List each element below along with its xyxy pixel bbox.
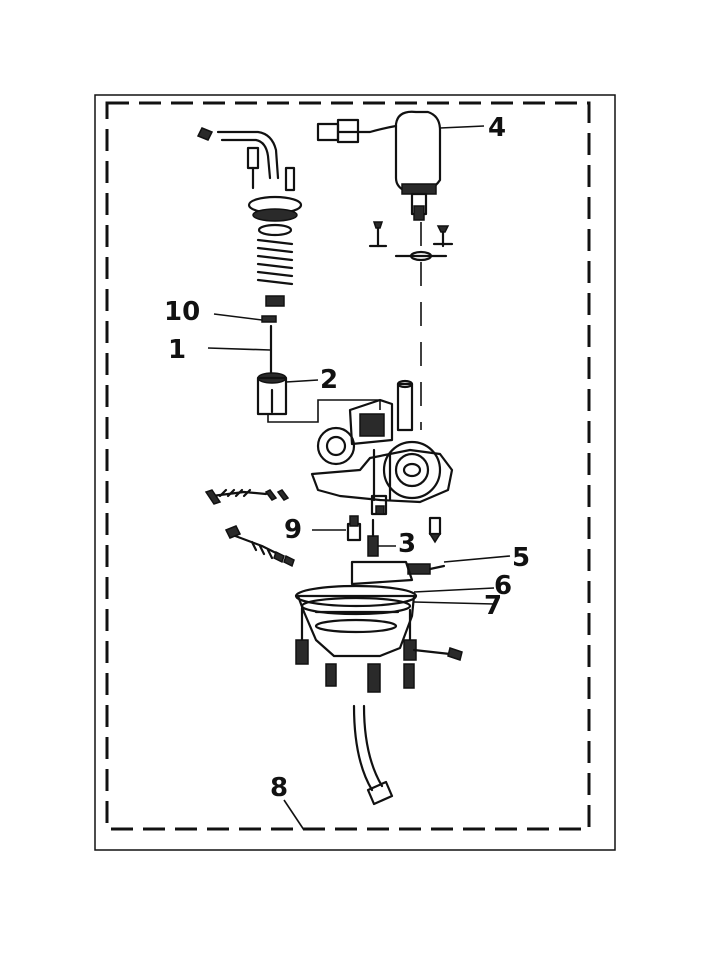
drain-hose (352, 704, 394, 806)
leader-1 (207, 347, 271, 351)
float-bowl-gasket (294, 584, 418, 616)
assembly-boundary (105, 101, 591, 831)
callout-5: 5 (512, 543, 530, 573)
leader-8 (283, 799, 305, 831)
main-jet (346, 515, 362, 542)
leader-2 (285, 379, 319, 383)
callout-9: 9 (284, 515, 302, 545)
leader-4 (439, 125, 485, 129)
throttle-cable-elbow (196, 127, 296, 192)
leader-10 (213, 313, 263, 321)
float (350, 560, 414, 586)
choke-gasket (394, 250, 448, 262)
float-needle-valve (367, 518, 379, 557)
leader-6 (413, 587, 495, 593)
leader-5 (443, 555, 511, 563)
callout-6: 6 (494, 571, 512, 601)
throttle-slide (256, 372, 288, 416)
needle-clip (261, 315, 277, 323)
bowl-screws (295, 606, 417, 693)
callout-1: 1 (168, 335, 186, 365)
choke-screws (368, 221, 454, 248)
slide-outline-connector (267, 399, 381, 423)
auto-choke (316, 110, 442, 221)
drain-plug (428, 516, 442, 544)
float-bowl (296, 594, 416, 658)
callout-3: 3 (398, 529, 416, 559)
leader-7 (413, 601, 495, 605)
bowl-drain-screw (412, 647, 463, 661)
slide-spring-stack (247, 195, 303, 307)
callout-10: 10 (164, 297, 200, 327)
float-pin (407, 563, 446, 575)
idle-screw-assembly (204, 488, 290, 505)
callout-8: 8 (270, 773, 288, 803)
callout-4: 4 (488, 113, 506, 143)
callout-7: 7 (484, 591, 502, 621)
outer-frame (94, 94, 616, 851)
callout-2: 2 (320, 365, 338, 395)
carburetor-body (310, 379, 454, 516)
pilot-screw-assembly (224, 525, 295, 568)
